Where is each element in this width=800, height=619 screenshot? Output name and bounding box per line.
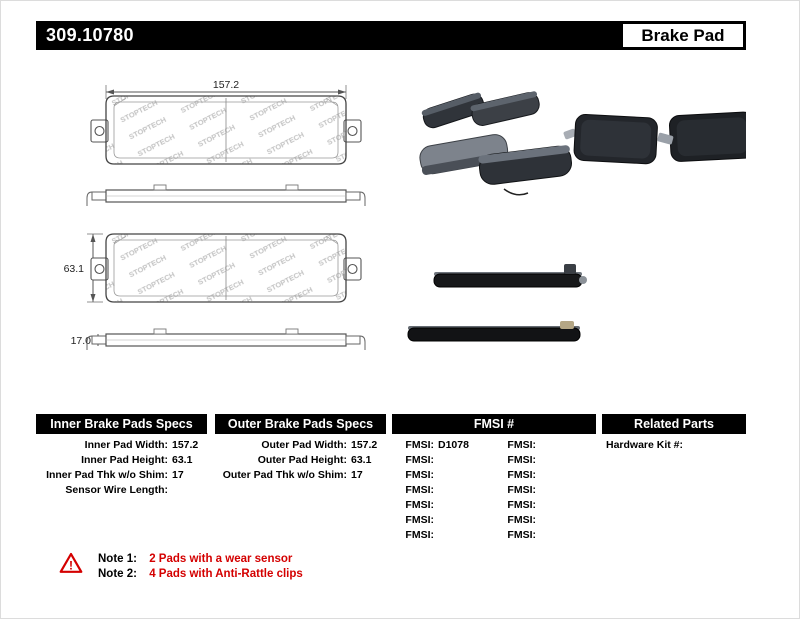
part-number: 309.10780 [46,25,134,45]
fmsi-label: FMSI: [507,529,536,541]
note-1: Note 1: 2 Pads with a wear sensor [98,552,303,567]
fmsi-row: FMSI: FMSI: [392,528,596,543]
photo-pad-pair-flat [563,111,756,165]
fmsi-row: FMSI: FMSI: [392,498,596,513]
photo-edge-strip-top [433,264,587,288]
fmsi-label: FMSI: [507,499,536,511]
fmsi-value [434,513,438,528]
note-2: Note 2: 4 Pads with Anti-Rattle clips [98,567,303,582]
header-spacer [134,21,620,50]
fmsi-value [536,453,540,468]
fmsi-value [536,498,540,513]
pad-front-view-top [90,95,362,165]
fmsi-label: FMSI: [405,469,434,481]
spec-label: Outer Pad Width: [261,439,347,451]
dimension-height: 63.1 [64,233,103,303]
spec-label: Sensor Wire Length: [65,484,168,496]
fmsi-label: FMSI: [507,454,536,466]
spec-label: Outer Pad Thk w/o Shim: [222,469,347,481]
spec-value: 63.1 [172,454,193,466]
spec-row: Outer Pad Thk w/o Shim: 17 [215,468,386,483]
spec-label: Inner Pad Height: [81,454,168,466]
spec-row: Sensor Wire Length: [36,483,207,498]
spec-label: Outer Pad Height: [257,454,347,466]
fmsi-value [434,453,438,468]
fmsi-label: FMSI: [507,484,536,496]
fmsi-row: FMSI: FMSI: [392,483,596,498]
fmsi-row: FMSI: D1078 FMSI: [392,438,596,453]
spec-label: Inner Pad Width: [84,439,168,451]
spec-value [168,483,172,498]
note-1-text: 2 Pads with a wear sensor [149,553,293,565]
inner-specs-header: Inner Brake Pads Specs [36,414,207,434]
related-parts-header: Related Parts [602,414,746,434]
fmsi-value [536,528,540,543]
pad-edge-view-bottom [86,328,366,351]
drawing-canvas: STOPTECH [64,79,756,351]
spec-row: Inner Pad Height: 63.1 [36,453,207,468]
spec-value: 157.2 [172,439,199,451]
fmsi-row: FMSI: FMSI: [392,453,596,468]
fmsi-row: FMSI: FMSI: [392,468,596,483]
note-2-text: 4 Pads with Anti-Rattle clips [149,568,303,580]
spec-value: 157.2 [351,439,378,451]
related-value [683,438,687,453]
spec-row: Outer Pad Height: 63.1 [215,453,386,468]
spec-label: Inner Pad Thk w/o Shim: [46,469,168,481]
fmsi-value [536,438,540,453]
outer-specs-table: Outer Brake Pads Specs Outer Pad Width: … [215,414,386,483]
dim-width-label: 157.2 [213,79,239,91]
fmsi-row: FMSI: FMSI: [392,513,596,528]
fmsi-value [434,498,438,513]
technical-drawing-area: STOPTECH [36,56,756,406]
fmsi-label: FMSI: [405,484,434,496]
related-parts-row: Hardware Kit #: [602,438,746,453]
fmsi-value: D1078 [438,439,469,451]
inner-specs-table: Inner Brake Pads Specs Inner Pad Width: … [36,414,207,498]
fmsi-label: FMSI: [405,454,434,466]
fmsi-value [434,528,438,543]
note-2-label: Note 2: [98,568,137,580]
spec-row: Inner Pad Thk w/o Shim: 17 [36,468,207,483]
spec-value: 63.1 [351,454,372,466]
related-label: Hardware Kit #: [606,439,684,451]
spec-value: 17 [351,469,363,481]
fmsi-label: FMSI: [507,469,536,481]
photo-edge-strip-bottom [407,321,581,342]
fmsi-header: FMSI # [392,414,596,434]
fmsi-label: FMSI: [405,499,434,511]
spec-row: Outer Pad Width: 157.2 [215,438,386,453]
warning-exclamation: ! [69,559,73,573]
dim-thickness-label: 17.0 [71,335,92,347]
fmsi-label: FMSI: [507,439,536,451]
pad-edge-view-top [86,184,366,207]
wear-sensor-wire [503,188,529,196]
fmsi-value [434,483,438,498]
spec-value: 17 [172,469,184,481]
header-bar: 309.10780 Brake Pad [36,21,746,50]
fmsi-value [536,483,540,498]
notes-section: ! Note 1: 2 Pads with a wear sensor Note… [59,552,303,582]
fmsi-value [536,513,540,528]
fmsi-label: FMSI: [405,514,434,526]
fmsi-label: FMSI: [405,529,434,541]
pad-front-view-bottom [90,233,362,303]
fmsi-value [536,468,540,483]
note-1-label: Note 1: [98,553,137,565]
outer-specs-header: Outer Brake Pads Specs [215,414,386,434]
fmsi-label: FMSI: [405,439,434,451]
product-type-box: Brake Pad [620,21,746,50]
dimension-width: 157.2 [105,79,347,99]
dim-height-label: 63.1 [64,263,85,275]
fmsi-value [434,468,438,483]
fmsi-table: FMSI # FMSI: D1078 FMSI: FMSI: FMSI: FMSI… [392,414,596,543]
warning-icon: ! [59,552,83,579]
spec-row: Inner Pad Width: 157.2 [36,438,207,453]
fmsi-label: FMSI: [507,514,536,526]
photo-pad-set-angled [419,91,572,196]
related-parts-table: Related Parts Hardware Kit #: [602,414,746,453]
